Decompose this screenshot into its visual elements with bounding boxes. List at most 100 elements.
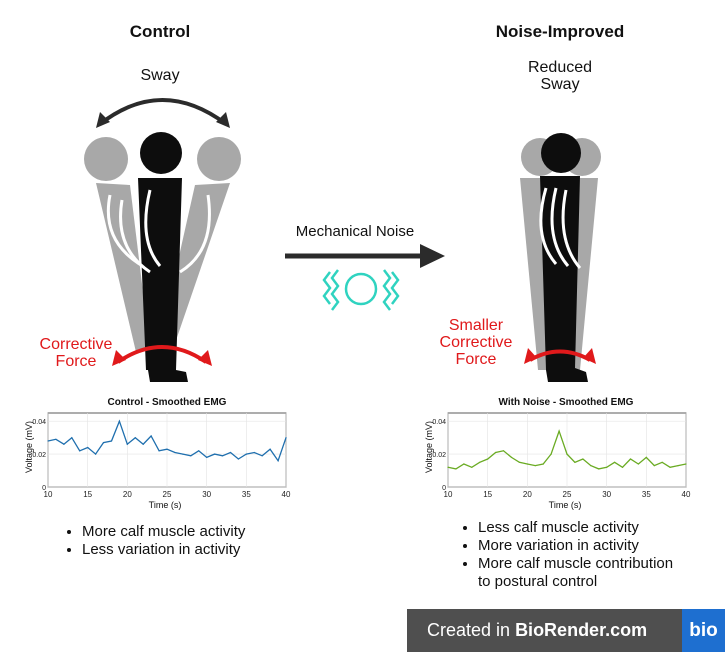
control-bullets: More calf muscle activity Less variation… xyxy=(62,523,362,559)
emg-data-point xyxy=(87,446,89,449)
chart-title-noise: With Noise - Smoothed EMG xyxy=(498,397,634,408)
emg-data-point xyxy=(661,461,663,463)
emg-data-point xyxy=(174,451,176,454)
emg-data-point xyxy=(150,435,152,437)
y-tick-label: 0 xyxy=(442,485,446,492)
emg-data-point xyxy=(685,463,687,465)
emg-data-point xyxy=(158,450,160,452)
biorender-logo: bio xyxy=(682,609,725,652)
emg-data-point xyxy=(629,458,632,460)
vibration-icon xyxy=(322,269,400,311)
emg-data-point xyxy=(229,451,232,454)
emg-data-point xyxy=(134,437,136,439)
x-tick-label: 20 xyxy=(523,490,532,499)
emg-data-point xyxy=(166,448,168,450)
emg-data-point xyxy=(502,450,505,452)
emg-data-point xyxy=(182,453,184,455)
control-title: Control xyxy=(129,22,191,41)
emg-data-point xyxy=(669,466,671,468)
y-tick-label: 0.02 xyxy=(32,452,46,459)
mechanical-noise-label: Mechanical Noise xyxy=(295,223,415,240)
chart-title-control: Control - Smoothed EMG xyxy=(107,397,227,408)
bullet-item: Less variation in activity xyxy=(82,541,362,559)
x-tick-label: 10 xyxy=(44,490,53,499)
emg-data-point xyxy=(206,456,208,458)
emg-data-point xyxy=(285,437,287,439)
emg-data-point xyxy=(645,456,647,458)
x-tick-label: 25 xyxy=(563,490,572,499)
x-tick-label: 25 xyxy=(163,490,172,499)
emg-data-point xyxy=(582,458,584,460)
emg-data-point xyxy=(542,463,544,465)
emg-data-point xyxy=(566,453,568,455)
bullet-item: More calf muscle activity xyxy=(82,523,362,541)
emg-data-point xyxy=(237,458,239,460)
emg-data-point xyxy=(463,463,465,465)
emg-data-point xyxy=(598,468,600,470)
emg-data-point xyxy=(447,466,449,468)
emg-data-point xyxy=(510,456,513,458)
emg-data-point xyxy=(47,440,49,442)
emg-data-point xyxy=(221,455,224,457)
x-tick-label: 30 xyxy=(202,490,211,499)
chart-xlabel-noise: Time (s) xyxy=(548,500,582,510)
x-tick-label: 35 xyxy=(242,490,251,499)
reduced-sway-label: Reduced Sway xyxy=(527,59,593,93)
x-tick-label: 20 xyxy=(123,490,132,499)
emg-data-point xyxy=(190,455,192,457)
emg-data-point xyxy=(110,440,113,442)
emg-data-point xyxy=(71,437,73,439)
emg-data-point xyxy=(495,451,497,454)
main-figure-left xyxy=(138,132,188,382)
noise-bullets: Less calf muscle activity More variation… xyxy=(458,519,725,591)
emg-data-point xyxy=(55,438,57,440)
bullet-item: More variation in activity xyxy=(478,537,725,555)
bullet-item: Less calf muscle activity xyxy=(478,519,725,537)
emg-data-point xyxy=(479,461,481,463)
emg-data-point xyxy=(198,450,200,452)
emg-data-point xyxy=(95,453,97,455)
emg-data-point xyxy=(126,443,128,445)
badge-text: Created in BioRender.com xyxy=(427,620,648,640)
noise-improved-title: Noise-Improved xyxy=(495,22,625,41)
smaller-corrective-force-label: Smaller Corrective Force xyxy=(439,317,513,368)
chart-xlabel-control: Time (s) xyxy=(148,500,182,510)
corrective-force-arrow xyxy=(116,345,208,364)
sway-arrowhead-left xyxy=(96,112,110,128)
emg-data-point xyxy=(526,463,528,465)
posture-illustration xyxy=(84,98,601,382)
emg-data-point xyxy=(558,430,560,432)
sway-label: Sway xyxy=(140,67,180,84)
emg-data-point xyxy=(142,443,144,445)
x-tick-label: 35 xyxy=(642,490,651,499)
emg-data-point xyxy=(637,463,639,465)
emg-data-point xyxy=(518,461,520,463)
emg-data-point xyxy=(534,465,536,467)
emg-data-point xyxy=(455,468,457,470)
emg-data-point xyxy=(471,466,473,468)
emg-data-point xyxy=(614,461,616,463)
emg-data-point xyxy=(487,458,489,460)
x-tick-label: 40 xyxy=(682,490,691,499)
x-tick-label: 10 xyxy=(444,490,453,499)
y-tick-label: 0.02 xyxy=(432,452,446,459)
x-tick-label: 30 xyxy=(602,490,611,499)
y-tick-label: 0.04 xyxy=(432,419,446,426)
y-tick-label: 0 xyxy=(42,485,46,492)
emg-data-point xyxy=(606,466,608,468)
sway-arrowhead-right xyxy=(216,112,230,128)
emg-data-point xyxy=(590,465,592,467)
emg-data-point xyxy=(574,461,576,463)
x-tick-label: 15 xyxy=(83,490,92,499)
emg-data-point xyxy=(118,420,120,422)
emg-data-point xyxy=(63,443,65,445)
biorender-badge[interactable]: Created in BioRender.com bio xyxy=(407,609,725,652)
emg-data-point xyxy=(214,453,216,455)
emg-data-point xyxy=(621,466,624,468)
sway-arrow xyxy=(98,98,228,126)
emg-data-point xyxy=(102,442,105,444)
y-tick-label: 0.04 xyxy=(32,419,46,426)
